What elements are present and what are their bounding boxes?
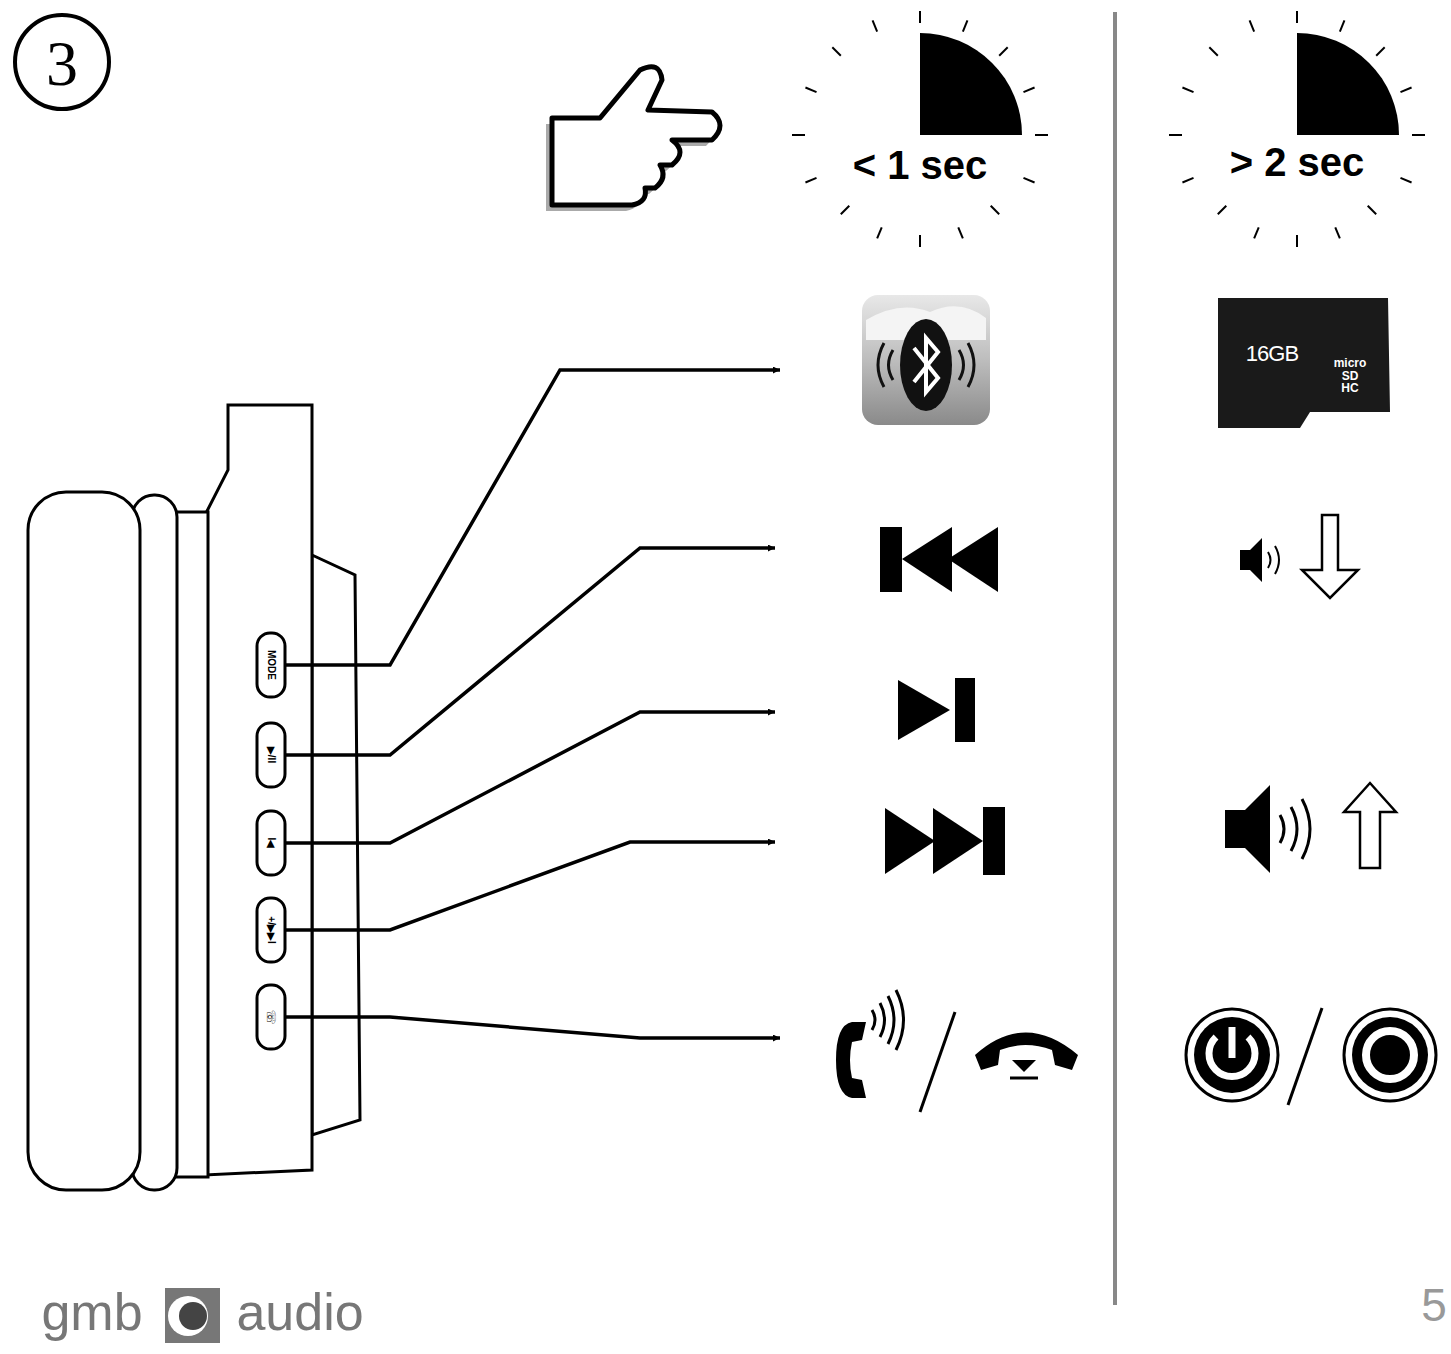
divider-line bbox=[1113, 12, 1117, 1305]
button-text: I◀ bbox=[266, 838, 277, 849]
volume-up-icon bbox=[1225, 783, 1396, 873]
next-icon bbox=[885, 807, 1005, 875]
hand-icon bbox=[546, 67, 720, 211]
volume-down-icon bbox=[1240, 515, 1358, 598]
short-press-label: < 1 sec bbox=[853, 143, 988, 188]
microsd-card bbox=[1218, 298, 1390, 428]
button-text: ▶/II bbox=[266, 747, 277, 763]
long-press-label: > 2 sec bbox=[1230, 140, 1365, 185]
button-text: ☏ bbox=[264, 1009, 278, 1024]
page-number: 5 bbox=[1421, 1278, 1447, 1332]
brand-name: gmb bbox=[41, 1282, 142, 1342]
button-text: +/▶▶I bbox=[266, 916, 277, 943]
headphone-earcup bbox=[28, 405, 360, 1190]
callout-circle bbox=[15, 15, 109, 109]
callout-number: 3 bbox=[46, 27, 78, 101]
timer-icons bbox=[792, 11, 1425, 247]
logo-mark bbox=[165, 1288, 220, 1343]
leader-lines bbox=[285, 370, 780, 1038]
phone-icons bbox=[836, 990, 1078, 1112]
button-text: MODE bbox=[266, 650, 277, 680]
bluetooth-icon bbox=[862, 295, 990, 425]
card-logo: micro SD HC bbox=[1333, 357, 1367, 395]
button-column bbox=[257, 633, 285, 1049]
power-icons bbox=[1186, 1008, 1436, 1105]
card-capacity: 16GB bbox=[1246, 341, 1298, 367]
previous-icon bbox=[880, 527, 998, 592]
play-icon bbox=[898, 678, 975, 742]
brand-name: audio bbox=[236, 1282, 363, 1342]
